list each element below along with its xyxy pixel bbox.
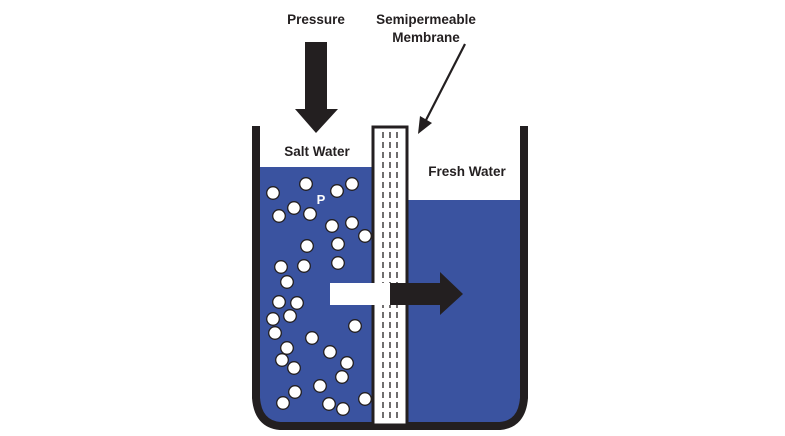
salt-particle (305, 331, 319, 345)
salt-particle (345, 177, 359, 191)
salt-particle (288, 385, 302, 399)
salt-particle (299, 177, 313, 191)
salt-particle (280, 341, 294, 355)
salt-particle (336, 402, 350, 416)
pressure-symbol: P (317, 192, 326, 207)
salt-particle (272, 209, 286, 223)
salt-particle (276, 396, 290, 410)
salt-particle (303, 207, 317, 221)
salt-particle (358, 229, 372, 243)
salt-particle (345, 216, 359, 230)
salt-particle (290, 296, 304, 310)
salt-particle (266, 312, 280, 326)
salt-particle (280, 275, 294, 289)
semipermeable-membrane (371, 125, 409, 427)
salt-particle (283, 309, 297, 323)
membrane-pointer-arrow (418, 43, 466, 134)
salt-particle (340, 356, 354, 370)
membrane-label-line1: Semipermeable (376, 12, 476, 27)
salt-particle (331, 237, 345, 251)
salt-particle (348, 319, 362, 333)
salt-particle (268, 326, 282, 340)
salt-particle (358, 392, 372, 406)
salt-particle (300, 239, 314, 253)
salt-particle (287, 361, 301, 375)
salt-particle (331, 256, 345, 270)
salt-particle (330, 184, 344, 198)
salt-particle (287, 201, 301, 215)
salt-particle (325, 219, 339, 233)
pressure-label: Pressure (287, 12, 345, 27)
salt-particle (274, 260, 288, 274)
salt-particle (266, 186, 280, 200)
flow-arrow (330, 272, 463, 315)
salt-particle (297, 259, 311, 273)
salt-particles (266, 177, 372, 416)
salt-particle (335, 370, 349, 384)
salt-particle (322, 397, 336, 411)
flow-arrow-head-icon (390, 272, 463, 315)
salt-particle (275, 353, 289, 367)
pressure-arrow-icon (295, 42, 338, 133)
membrane-label-line2: Membrane (392, 30, 460, 45)
salt-particle (323, 345, 337, 359)
fresh-water-region (408, 200, 520, 424)
salt-particle (313, 379, 327, 393)
salt-water-label: Salt Water (284, 144, 350, 159)
salt-particle (272, 295, 286, 309)
flow-arrow-tail (330, 283, 390, 305)
fresh-water-label: Fresh Water (428, 164, 506, 179)
